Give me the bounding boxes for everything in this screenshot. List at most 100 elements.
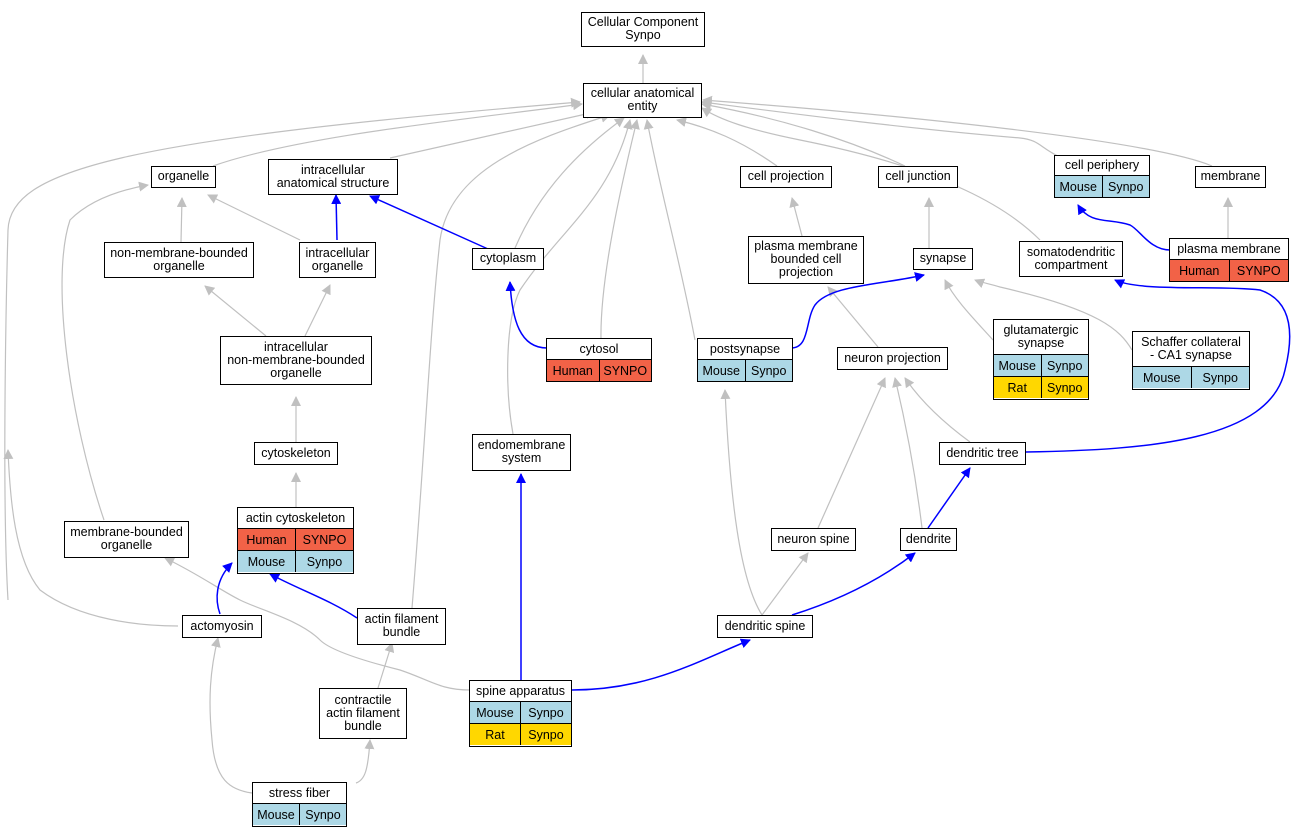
node-label: endomembrane system	[477, 438, 566, 465]
annotation-row: Human SYNPO	[238, 528, 353, 550]
node-cytosol[interactable]: cytosol Human SYNPO	[546, 338, 652, 382]
node-actomyosin[interactable]: actomyosin	[182, 615, 262, 638]
node-actin-cytoskeleton[interactable]: actin cytoskeleton Human SYNPO Mouse Syn…	[237, 507, 354, 574]
node-plasma-membrane[interactable]: plasma membrane Human SYNPO	[1169, 238, 1289, 282]
node-neuron-spine[interactable]: neuron spine	[771, 528, 856, 551]
node-label: somatodendritic compartment	[1026, 244, 1116, 272]
node-plasma-membrane-bounded-cell-projection[interactable]: plasma membrane bounded cell projection	[748, 236, 864, 284]
node-label: intracellular non-membrane-bounded organ…	[227, 339, 365, 380]
edge-isa	[817, 377, 886, 529]
node-intracellular-anatomical-structure[interactable]: intracellular anatomical structure	[268, 159, 398, 195]
gene-cell: Synpo	[1040, 377, 1088, 398]
edge-isa	[761, 552, 809, 616]
edge-isa	[164, 557, 471, 691]
node-intracellular-organelle[interactable]: intracellular organelle	[299, 242, 376, 278]
node-label: actin cytoskeleton	[245, 510, 346, 525]
node-cytoskeleton[interactable]: cytoskeleton	[254, 442, 338, 465]
edge-partof	[927, 467, 971, 529]
edge-isa	[643, 119, 696, 341]
gene-cell: Synpo	[520, 724, 571, 745]
annotation-row: Mouse Synpo	[994, 354, 1088, 376]
edge-isa	[209, 637, 253, 794]
node-non-membrane-bounded-organelle[interactable]: non-membrane-bounded organelle	[104, 242, 254, 278]
node-dendritic-tree[interactable]: dendritic tree	[939, 442, 1026, 465]
edge-isa	[176, 197, 187, 243]
node-label: non-membrane-bounded organelle	[110, 245, 248, 273]
edge-partof	[790, 272, 925, 349]
edge-partof	[505, 281, 548, 349]
node-membrane[interactable]: membrane	[1195, 166, 1266, 188]
node-label: cell junction	[885, 169, 951, 183]
node-label: spine apparatus	[476, 683, 565, 698]
gene-cell: SYNPO	[598, 360, 651, 381]
node-cellular-component-root[interactable]: Cellular Component Synpo	[581, 12, 705, 47]
node-stress-fiber[interactable]: stress fiber Mouse Synpo	[252, 782, 347, 827]
node-label: contractile actin filament bundle	[326, 692, 400, 733]
annotation-row: Mouse Synpo	[698, 359, 792, 381]
edge-isa	[974, 278, 1133, 351]
species-cell: Rat	[470, 724, 520, 745]
node-label: intracellular anatomical structure	[276, 162, 390, 190]
edge-isa	[944, 279, 994, 341]
edge-partof	[369, 195, 489, 250]
node-label: cytoskeleton	[261, 445, 331, 460]
gene-cell: Synpo	[520, 702, 571, 723]
node-dendrite[interactable]: dendrite	[900, 528, 957, 551]
node-organelle[interactable]: organelle	[151, 166, 216, 188]
node-label: plasma membrane bounded cell projection	[754, 239, 858, 279]
species-cell: Mouse	[253, 804, 299, 825]
edge-isa	[61, 181, 149, 521]
node-label: neuron projection	[844, 350, 941, 365]
node-actin-filament-bundle[interactable]: actin filament bundle	[357, 608, 446, 645]
edge-isa	[600, 119, 640, 340]
node-synapse[interactable]: synapse	[913, 248, 973, 270]
edge-isa	[207, 194, 301, 241]
edge-isa	[4, 97, 581, 601]
edge-isa	[701, 100, 906, 167]
node-label: Schaffer collateral - CA1 synapse	[1141, 335, 1241, 362]
node-membrane-bounded-organelle[interactable]: membrane-bounded organelle	[64, 521, 189, 558]
node-label: postsynapse	[709, 341, 781, 356]
node-cell-periphery[interactable]: cell periphery Mouse Synpo	[1054, 155, 1150, 198]
node-somatodendritic-compartment[interactable]: somatodendritic compartment	[1019, 241, 1123, 277]
edge-partof	[791, 552, 916, 616]
species-cell: Mouse	[470, 702, 520, 723]
edge-isa	[507, 119, 633, 435]
edge-partof	[216, 562, 233, 615]
node-contractile-actin-filament-bundle[interactable]: contractile actin filament bundle	[319, 688, 407, 739]
node-label: Cellular Component Synpo	[587, 15, 699, 42]
node-schaffer-collateral-ca1-synapse[interactable]: Schaffer collateral - CA1 synapse Mouse …	[1132, 331, 1250, 390]
node-label: dendrite	[905, 531, 952, 546]
node-postsynapse[interactable]: postsynapse Mouse Synpo	[697, 338, 793, 382]
node-spine-apparatus[interactable]: spine apparatus Mouse Synpo Rat Synpo	[469, 680, 572, 747]
edge-isa	[702, 95, 1213, 167]
node-endomembrane-system[interactable]: endomembrane system	[472, 434, 571, 471]
node-glutamatergic-synapse[interactable]: glutamatergic synapse Mouse Synpo Rat Sy…	[993, 319, 1089, 400]
species-cell: Human	[1170, 260, 1229, 281]
node-label: cytoplasm	[479, 251, 537, 265]
node-cytoplasm[interactable]: cytoplasm	[472, 248, 544, 270]
species-cell: Mouse	[994, 355, 1041, 376]
edge-isa	[304, 284, 331, 337]
edge-isa	[377, 642, 395, 689]
node-neuron-projection[interactable]: neuron projection	[837, 347, 948, 370]
node-label: cellular anatomical entity	[590, 86, 695, 113]
edge-isa	[789, 197, 803, 237]
node-intracellular-non-membrane-bounded-organelle[interactable]: intracellular non-membrane-bounded organ…	[220, 336, 372, 385]
node-cell-projection[interactable]: cell projection	[740, 166, 832, 188]
gene-cell: SYNPO	[295, 529, 353, 550]
node-label: membrane	[1200, 169, 1261, 183]
node-cellular-anatomical-entity[interactable]: cellular anatomical entity	[583, 83, 702, 118]
edge-isa	[514, 117, 625, 249]
edge-isa	[892, 377, 923, 529]
node-label: glutamatergic synapse	[1003, 323, 1079, 350]
node-dendritic-spine[interactable]: dendritic spine	[717, 615, 813, 638]
node-cell-junction[interactable]: cell junction	[878, 166, 958, 188]
annotation-row: Mouse Synpo	[470, 701, 571, 723]
node-label: cytosol	[579, 341, 619, 356]
edge-partof	[1025, 279, 1291, 453]
edge-isa	[389, 109, 596, 159]
node-label: dendritic spine	[724, 618, 806, 633]
species-cell: Rat	[994, 377, 1041, 398]
node-label: intracellular organelle	[305, 245, 370, 273]
